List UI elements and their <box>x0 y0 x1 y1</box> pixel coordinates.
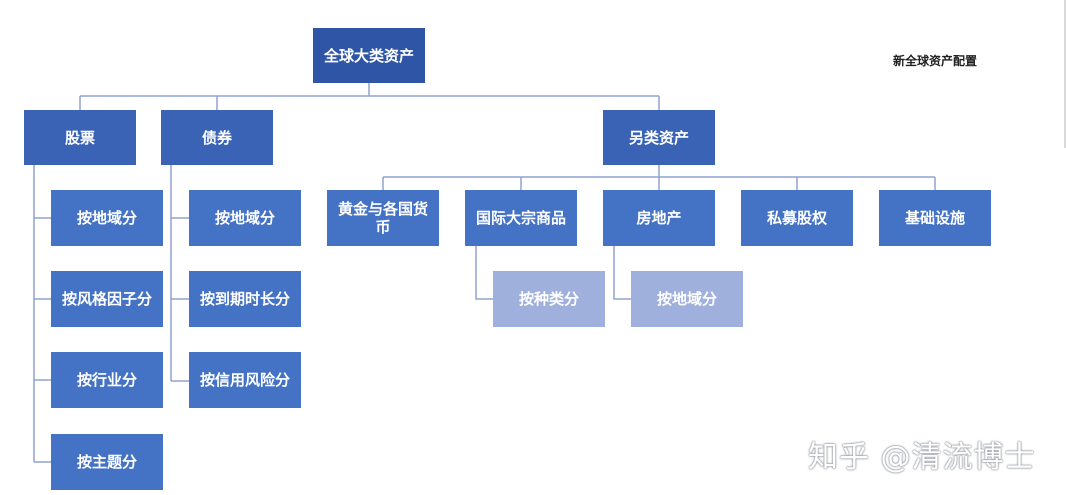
node-stocks: 股票 <box>24 110 136 165</box>
node-stocks-by-style-factor: 按风格因子分 <box>51 271 163 327</box>
node-stocks-by-industry: 按行业分 <box>51 352 163 408</box>
node-bonds-by-credit-risk: 按信用风险分 <box>189 352 301 408</box>
node-private-equity: 私募股权 <box>741 190 853 246</box>
node-gold-currencies: 黄金与各国货币 <box>327 190 439 246</box>
node-real-estate: 房地产 <box>603 190 715 246</box>
node-stocks-by-region: 按地域分 <box>51 190 163 246</box>
node-bonds-by-maturity: 按到期时长分 <box>189 271 301 327</box>
node-root: 全球大类资产 <box>313 28 425 83</box>
right-edge-bar <box>1064 0 1066 148</box>
node-alternatives: 另类资产 <box>603 110 715 165</box>
diagram-label: 新全球资产配置 <box>893 54 978 68</box>
node-infrastructure: 基础设施 <box>879 190 991 246</box>
node-bonds-by-region: 按地域分 <box>189 190 301 246</box>
node-stocks-by-theme: 按主题分 <box>51 434 163 490</box>
node-bonds: 债券 <box>161 110 273 165</box>
node-commodities-by-type: 按种类分 <box>493 271 605 327</box>
node-real-estate-by-region: 按地域分 <box>631 271 743 327</box>
watermark-text: 知乎 @清流博士 <box>808 440 1036 475</box>
node-commodities: 国际大宗商品 <box>465 190 577 246</box>
